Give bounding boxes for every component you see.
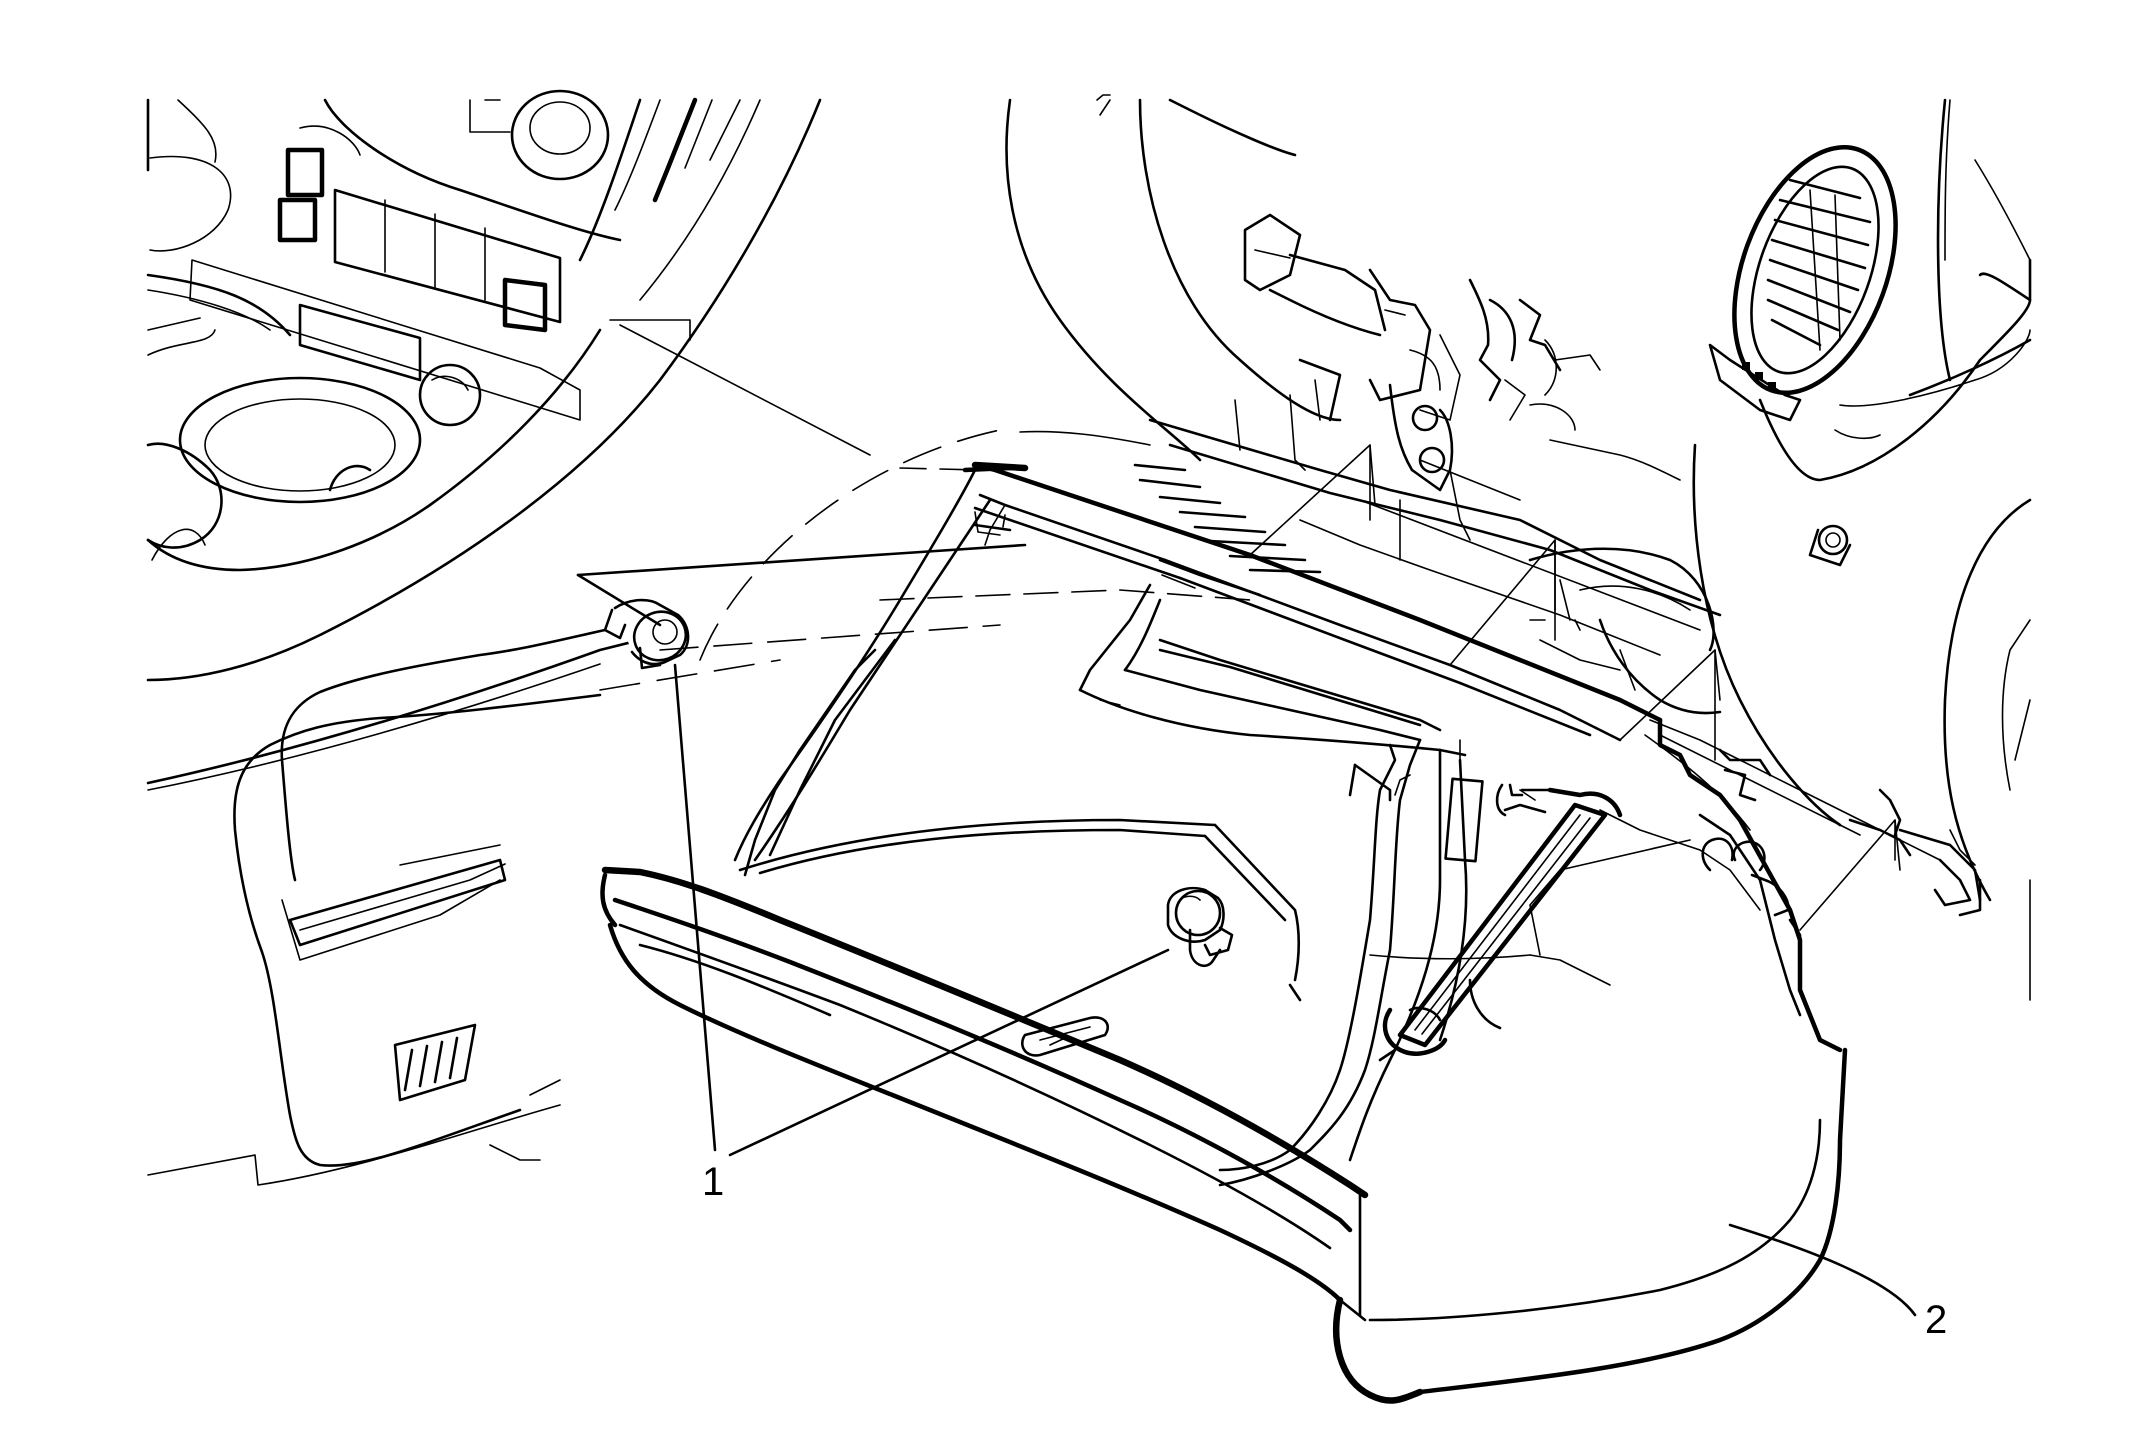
vent-icon [393,1023,477,1102]
callout-2-leader [1728,1223,1917,1317]
fastener-upper [603,598,690,670]
knee-panel [146,628,642,1186]
callout-1-leaders [673,663,1170,1157]
glove-box-opening [1005,94,1982,917]
callout-1-label: 1 [702,1160,724,1204]
dash-right-edge [1692,98,2032,1001]
fastener-lower [1166,886,1234,967]
vent-louvers [1766,178,1872,351]
air-vent [1708,144,1898,422]
glove-box [600,461,1848,1404]
handle-slot-icon [1020,1016,1110,1057]
damper-strut [1378,787,1623,1062]
removal-guide-lines [576,429,1901,931]
callout-2-label: 2 [1925,1298,1947,1342]
latch-hook-icon [1495,783,1536,817]
louver-slats [1133,463,1322,574]
center-console [146,89,871,682]
